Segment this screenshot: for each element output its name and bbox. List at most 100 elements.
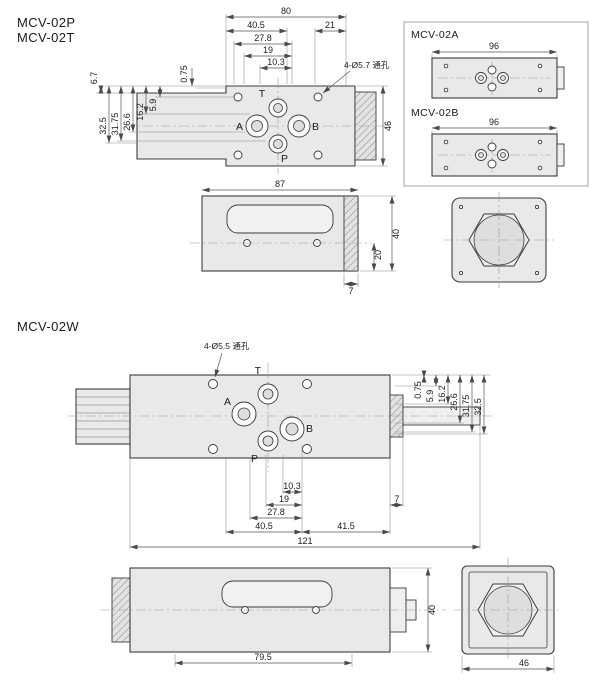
inset-a-ports (438, 62, 551, 95)
dim-40-5: 40.5 (247, 20, 265, 30)
title-mcv-02t: MCV-02T (17, 30, 75, 45)
dim-31-75: 31.75 (461, 395, 471, 418)
end-view (444, 192, 554, 288)
dim-5-9: 5.9 (425, 390, 435, 403)
port-circle (487, 65, 497, 75)
dim-40: 40 (391, 229, 401, 239)
port-a-inner (237, 407, 251, 421)
dim-16-2: 16.2 (437, 385, 447, 403)
port-b-inner (293, 120, 305, 132)
dim-7: 7 (394, 494, 399, 504)
title-mcv-02p: MCV-02P (17, 15, 75, 30)
mount-hole (313, 150, 323, 160)
w-adjuster-block (75, 388, 131, 445)
dim-46: 46 (383, 121, 393, 131)
corner-dot (458, 270, 464, 276)
dim-27-8: 27.8 (254, 33, 272, 43)
dim-0-75: 0.75 (179, 65, 189, 83)
side-view: 87 40 20 7 (190, 179, 401, 296)
inset-border (403, 21, 589, 187)
inset-label-a: MCV-02A (411, 29, 459, 41)
dim-40-5: 40.5 (255, 521, 273, 531)
port-t-label: T (259, 88, 266, 100)
dim-32-5: 32.5 (98, 117, 108, 135)
dim-16-2: 16.2 (135, 103, 145, 121)
inset-box: MCV-02A 96 MCV-02B 96 (403, 21, 589, 187)
port-b-label: B (312, 121, 319, 133)
inset-a-tab (556, 66, 565, 90)
top-dimensions: 80 40.5 21 27.8 19 10.3 (225, 6, 347, 86)
dim-26-6: 26.6 (122, 113, 132, 131)
w-right-dimensions: 0.75 5.9 16.2 26.6 31.75 32.5 (392, 370, 490, 435)
right-dimension: 46 (357, 85, 393, 167)
w-end-view: 46 (454, 558, 562, 673)
dim-79-5: 79.5 (254, 652, 272, 662)
mount-hole (302, 444, 312, 454)
mount-hole (302, 379, 312, 389)
mount-hole (208, 379, 218, 389)
side-end-hatched (343, 195, 359, 272)
leader-arrow (322, 70, 351, 94)
bolt-dot (537, 139, 543, 145)
left-dimensions: 6.7 0.75 5.9 16.2 26.6 31.75 32.5 (89, 65, 266, 144)
dim-46: 46 (519, 658, 529, 668)
dim-80: 80 (281, 6, 291, 16)
dim-40: 40 (427, 605, 437, 615)
dim-10-3: 10.3 (267, 57, 285, 67)
bolt-dot (537, 63, 543, 69)
dim-21: 21 (325, 20, 335, 30)
dim-6-7: 6.7 (89, 72, 99, 85)
port-circle (487, 159, 497, 169)
dim-26-6: 26.6 (449, 393, 459, 411)
dim-0-75: 0.75 (413, 381, 423, 399)
bolt-dot (537, 165, 543, 171)
title-mcv-02w: MCV-02W (17, 319, 79, 334)
port-t-inner (262, 388, 274, 400)
dim-31-75: 31.75 (110, 113, 120, 136)
through-hole-note: 4-Ø5.5 通孔 (204, 341, 250, 351)
mount-hole (233, 150, 243, 160)
corner-dot (534, 270, 540, 276)
mount-hole (233, 92, 243, 102)
bolt-dot (537, 87, 543, 93)
port-b-inner (285, 422, 299, 436)
bolt-dot (443, 165, 449, 171)
w-top-view: T A B P 4-Ø5.5 通孔 0.75 5.9 16.2 26.6 31.… (68, 341, 492, 550)
dim-96b: 96 (489, 117, 499, 127)
dim-121: 121 (297, 536, 312, 546)
dim-87: 87 (275, 179, 285, 189)
port-p-label: P (281, 153, 288, 165)
dim-20: 20 (373, 250, 383, 260)
port-circle (487, 82, 497, 92)
bolt-dot (443, 63, 449, 69)
through-hole-note: 4-Ø5.7 通孔 (344, 60, 390, 70)
port-t-inner (273, 103, 283, 113)
dim-5-9: 5.9 (148, 99, 158, 112)
port-circle (487, 142, 497, 152)
bolt-dot (443, 87, 449, 93)
dim-96a: 96 (489, 41, 499, 51)
port-b-label: B (306, 423, 313, 435)
name-plate-slot (221, 580, 333, 608)
port-p-inner (262, 435, 274, 447)
titles: MCV-02P MCV-02T MCV-02W (17, 15, 79, 334)
dim-27-8: 27.8 (267, 507, 285, 517)
dim-41-5: 41.5 (337, 521, 355, 531)
port-p-label: P (251, 453, 258, 465)
port-a-inner (251, 120, 263, 132)
port-t-label: T (255, 365, 262, 377)
port-inner (500, 75, 506, 81)
bolt-dot (443, 139, 449, 145)
dim-19: 19 (279, 494, 289, 504)
port-p-inner (273, 139, 283, 149)
dim-7: 7 (348, 286, 353, 296)
w-adjuster-lines (76, 396, 130, 438)
dim-32-5: 32.5 (473, 398, 483, 416)
w-bottom-dimensions: 10.3 19 7 27.8 40.5 41.5 121 (129, 425, 481, 550)
corner-dot (458, 204, 464, 210)
corner-dot (534, 204, 540, 210)
top-view: T A B P 80 40.5 21 27.8 19 10.3 (89, 6, 393, 174)
port-a-label: A (224, 396, 231, 408)
dim-19: 19 (263, 45, 273, 55)
